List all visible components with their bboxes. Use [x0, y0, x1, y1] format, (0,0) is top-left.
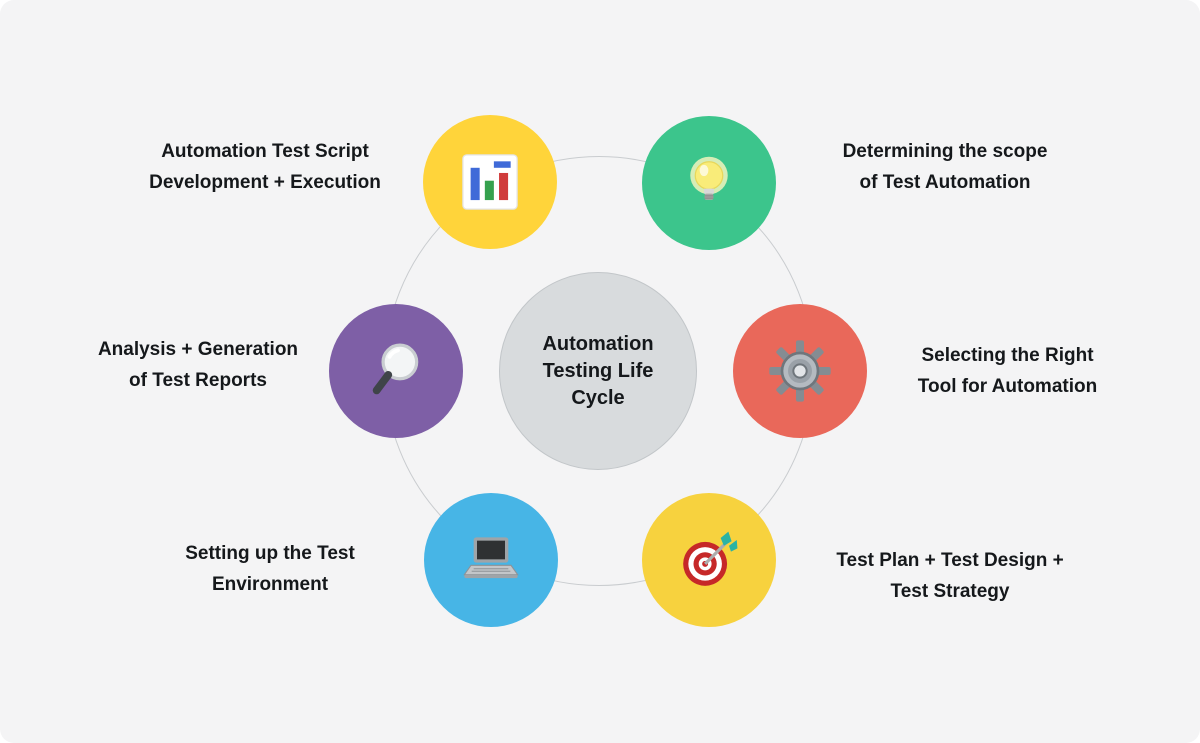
node-label-test-reports: Analysis + Generation of Test Reports — [97, 339, 299, 391]
light-bulb-icon — [690, 156, 728, 200]
bar-chart-icon — [462, 154, 518, 210]
node-label-test-environment: Setting up the Test Environment — [185, 543, 355, 595]
node-determining-scope — [642, 116, 776, 250]
node-test-script-development — [423, 115, 557, 249]
node-label-test-script-development: Automation Test Script Development + Exe… — [149, 141, 381, 193]
diagram-title: Automation Testing Life Cycle — [542, 332, 654, 409]
node-test-environment — [424, 493, 558, 627]
laptop-icon — [463, 537, 519, 579]
node-label-test-plan: Test Plan + Test Design + Test Strategy — [836, 550, 1064, 602]
node-selecting-tool — [733, 304, 867, 438]
gear-icon — [769, 340, 831, 402]
node-label-determining-scope: Determining the scope of Test Automation — [842, 141, 1048, 193]
node-test-reports — [329, 304, 463, 438]
target-icon — [683, 531, 738, 586]
magnifier-icon — [372, 343, 419, 395]
node-label-selecting-tool: Selecting the Right Tool for Automation — [917, 345, 1098, 397]
center-circle: Automation Testing Life Cycle — [499, 272, 697, 470]
node-test-plan — [642, 493, 776, 627]
